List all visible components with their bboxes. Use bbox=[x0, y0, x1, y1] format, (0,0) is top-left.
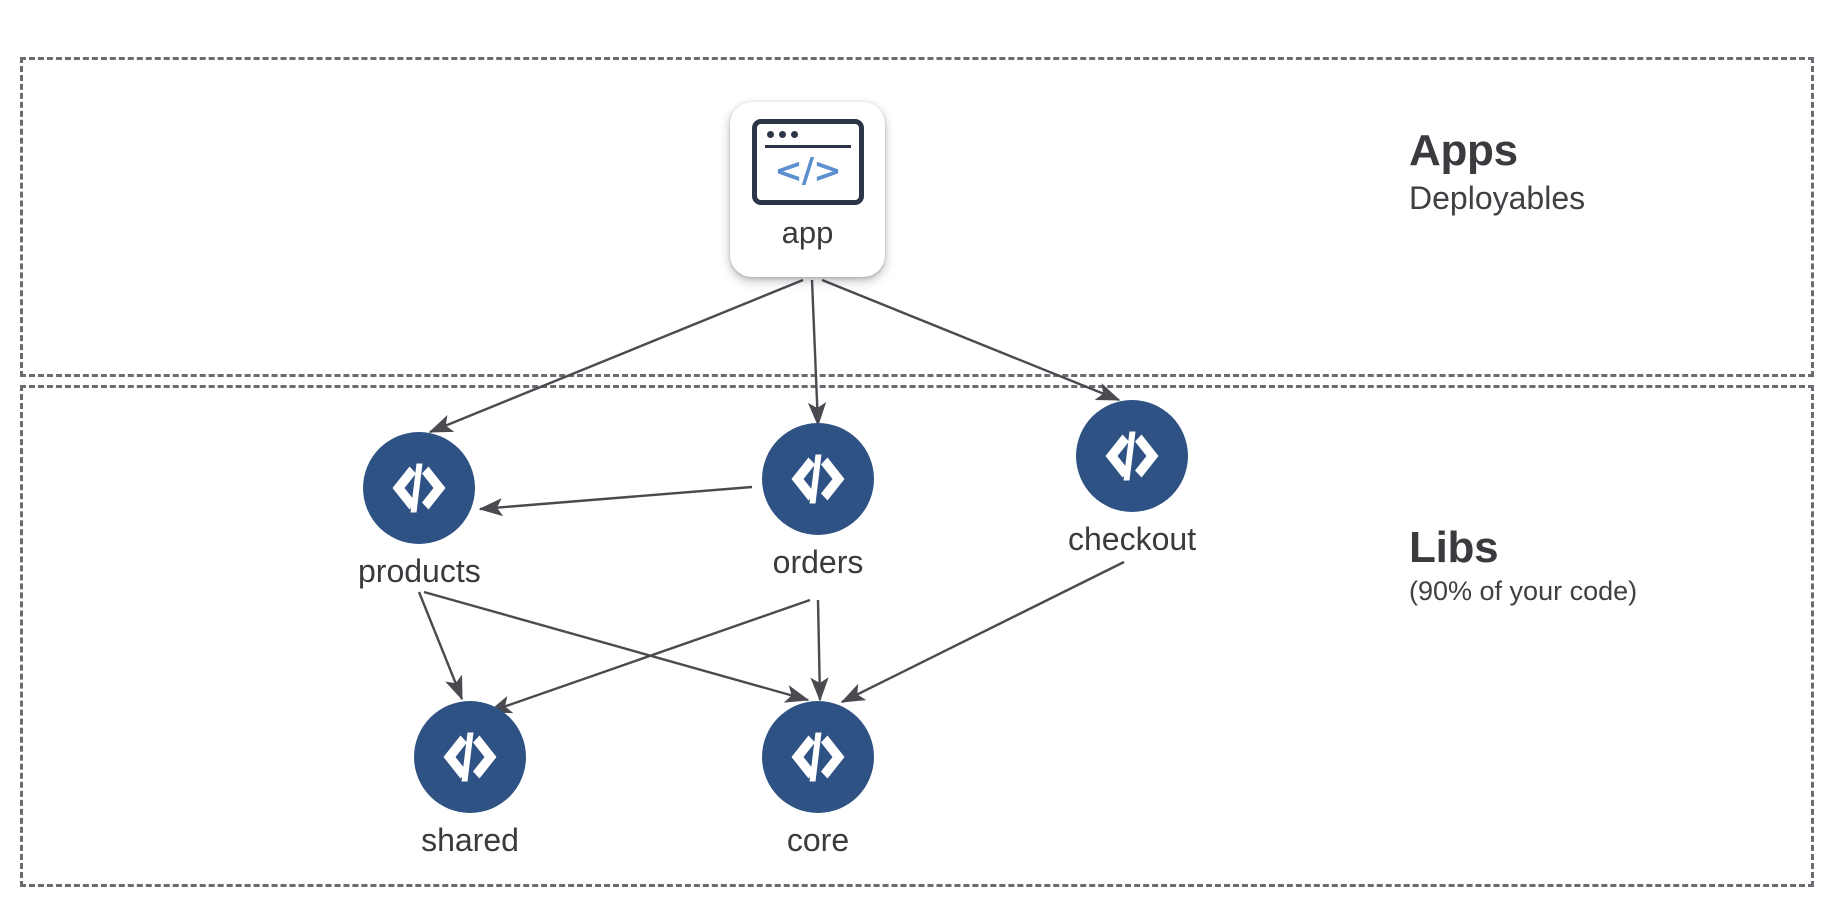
node-orders-label: orders bbox=[772, 544, 864, 580]
node-products-label: products bbox=[358, 553, 481, 589]
zone-caption-libs: Libs (90% of your code) bbox=[1409, 523, 1638, 609]
code-icon bbox=[392, 463, 446, 513]
node-checkout-circle bbox=[1076, 400, 1189, 512]
node-core-label: core bbox=[786, 822, 850, 858]
node-products-circle bbox=[363, 432, 476, 544]
node-products[interactable]: products bbox=[358, 432, 481, 587]
node-core-circle bbox=[762, 701, 874, 813]
window-dots-icon bbox=[766, 131, 798, 138]
code-glyph: </> bbox=[774, 150, 841, 191]
code-icon bbox=[443, 732, 497, 782]
window-titlebar-rule bbox=[764, 145, 851, 148]
node-shared[interactable]: shared bbox=[414, 701, 526, 856]
node-orders-circle bbox=[762, 423, 874, 535]
browser-window-code-icon: </> bbox=[751, 119, 864, 205]
node-app[interactable]: </> app bbox=[730, 102, 885, 277]
zone-libs-title: Libs bbox=[1409, 523, 1499, 572]
zone-apps-subtitle: Deployables bbox=[1409, 180, 1586, 217]
node-shared-circle bbox=[414, 701, 526, 813]
zone-libs-subtitle: (90% of your code) bbox=[1409, 576, 1638, 607]
node-app-label: app bbox=[781, 215, 834, 250]
node-checkout[interactable]: checkout bbox=[1068, 400, 1196, 555]
node-shared-label: shared bbox=[421, 822, 519, 858]
zone-caption-apps: Apps Deployables bbox=[1409, 126, 1586, 218]
code-icon bbox=[791, 732, 845, 782]
zone-libs bbox=[20, 385, 1814, 887]
code-icon bbox=[1105, 431, 1159, 481]
code-icon bbox=[791, 454, 845, 504]
node-checkout-label: checkout bbox=[1068, 521, 1197, 557]
node-core[interactable]: core bbox=[762, 701, 874, 856]
zone-apps-title: Apps bbox=[1409, 126, 1518, 175]
node-orders[interactable]: orders bbox=[762, 423, 874, 578]
